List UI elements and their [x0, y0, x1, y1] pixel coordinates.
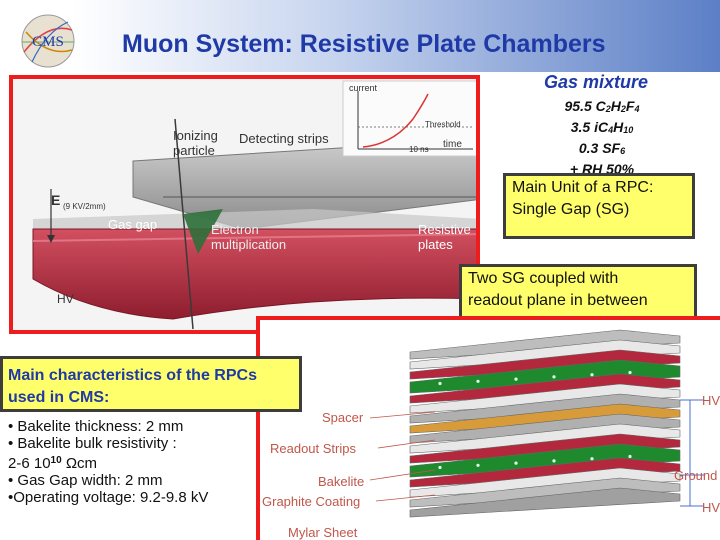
- e-field-label: E: [51, 193, 60, 208]
- cms-logo: CMS: [18, 12, 78, 70]
- two-sg-line1: Two SG coupled with: [468, 268, 688, 290]
- hv-label: HV: [57, 292, 74, 307]
- spacer-dot: [590, 457, 593, 460]
- detecting-strips-label: Detecting strips: [239, 131, 329, 146]
- hv-top-label: HV: [702, 393, 720, 408]
- spacer-dot: [628, 371, 631, 374]
- list-item: 2-6 1010 Ωcm: [8, 452, 253, 472]
- two-sg-line2: readout plane in between: [468, 290, 688, 312]
- gas-gap-label: Gas gap: [108, 217, 157, 232]
- spacer-dot: [476, 464, 479, 467]
- ground-label: Ground: [674, 468, 717, 483]
- spacer-dot: [514, 462, 517, 465]
- threshold-label: Threshold: [425, 117, 461, 132]
- e-field-unit: (9 KV/2mm): [63, 199, 106, 214]
- readout-strips-label: Readout Strips: [270, 441, 356, 456]
- gas-mixture-title: Gas mixture: [544, 72, 648, 93]
- spacer-dot: [438, 382, 441, 385]
- characteristics-list: • Bakelite thickness: 2 mm • Bakelite bu…: [8, 418, 253, 506]
- mylar-sheet-label: Mylar Sheet: [288, 525, 357, 540]
- spacer-dot: [438, 466, 441, 469]
- ionizing-particle-label: Ionizing particle: [173, 128, 233, 158]
- spacer-dot: [552, 375, 555, 378]
- spacer-dot: [552, 459, 555, 462]
- page-title: Muon System: Resistive Plate Chambers: [122, 30, 606, 59]
- list-item: • Bakelite bulk resistivity :: [8, 435, 253, 452]
- spacer-label: Spacer: [322, 410, 363, 425]
- gas-composition: 95.5 C2H2F4 3.5 iC4H10 0.3 SF6 + RH 50%: [546, 97, 658, 178]
- bakelite-label: Bakelite: [318, 474, 364, 489]
- spacer-dot: [590, 373, 593, 376]
- hv-bottom-label: HV: [702, 500, 720, 515]
- svg-text:CMS: CMS: [32, 34, 64, 50]
- spacer-dot: [476, 380, 479, 383]
- graphite-coating-label: Graphite Coating: [262, 494, 360, 509]
- rpc-double-gap-diagram: Spacer Readout Strips Bakelite Graphite …: [256, 316, 720, 540]
- spacer-dot: [514, 378, 517, 381]
- time-axis-label: time: [443, 137, 462, 152]
- gas-sf6: 0.3 SF6: [546, 139, 658, 160]
- time-scale-label: 10 ns: [409, 142, 429, 157]
- main-unit-line2: Single Gap (SG): [512, 199, 686, 221]
- two-sg-callout: Two SG coupled with readout plane in bet…: [459, 264, 697, 322]
- spacer-dot: [628, 455, 631, 458]
- rpc-single-gap-diagram: current Threshold 10 ns time Ionizing pa…: [9, 75, 480, 334]
- list-item: • Gas Gap width: 2 mm: [8, 472, 253, 489]
- list-item: •Operating voltage: 9.2-9.8 kV: [8, 489, 253, 506]
- resistive-plates-label: Resistive plates: [418, 222, 478, 252]
- characteristics-heading: Main characteristics of the RPCs used in…: [0, 356, 302, 412]
- list-item: • Bakelite thickness: 2 mm: [8, 418, 253, 435]
- main-unit-line1: Main Unit of a RPC:: [512, 177, 686, 199]
- current-axis-label: current: [349, 81, 377, 96]
- gas-ic4h10: 3.5 iC4H10: [546, 118, 658, 139]
- header-bar: CMS Muon System: Resistive Plate Chamber…: [0, 0, 720, 72]
- main-unit-callout: Main Unit of a RPC: Single Gap (SG): [503, 173, 695, 239]
- gas-c2h2f4: 95.5 C2H2F4: [546, 97, 658, 118]
- electron-multiplication-label: Electron multiplication: [211, 222, 306, 252]
